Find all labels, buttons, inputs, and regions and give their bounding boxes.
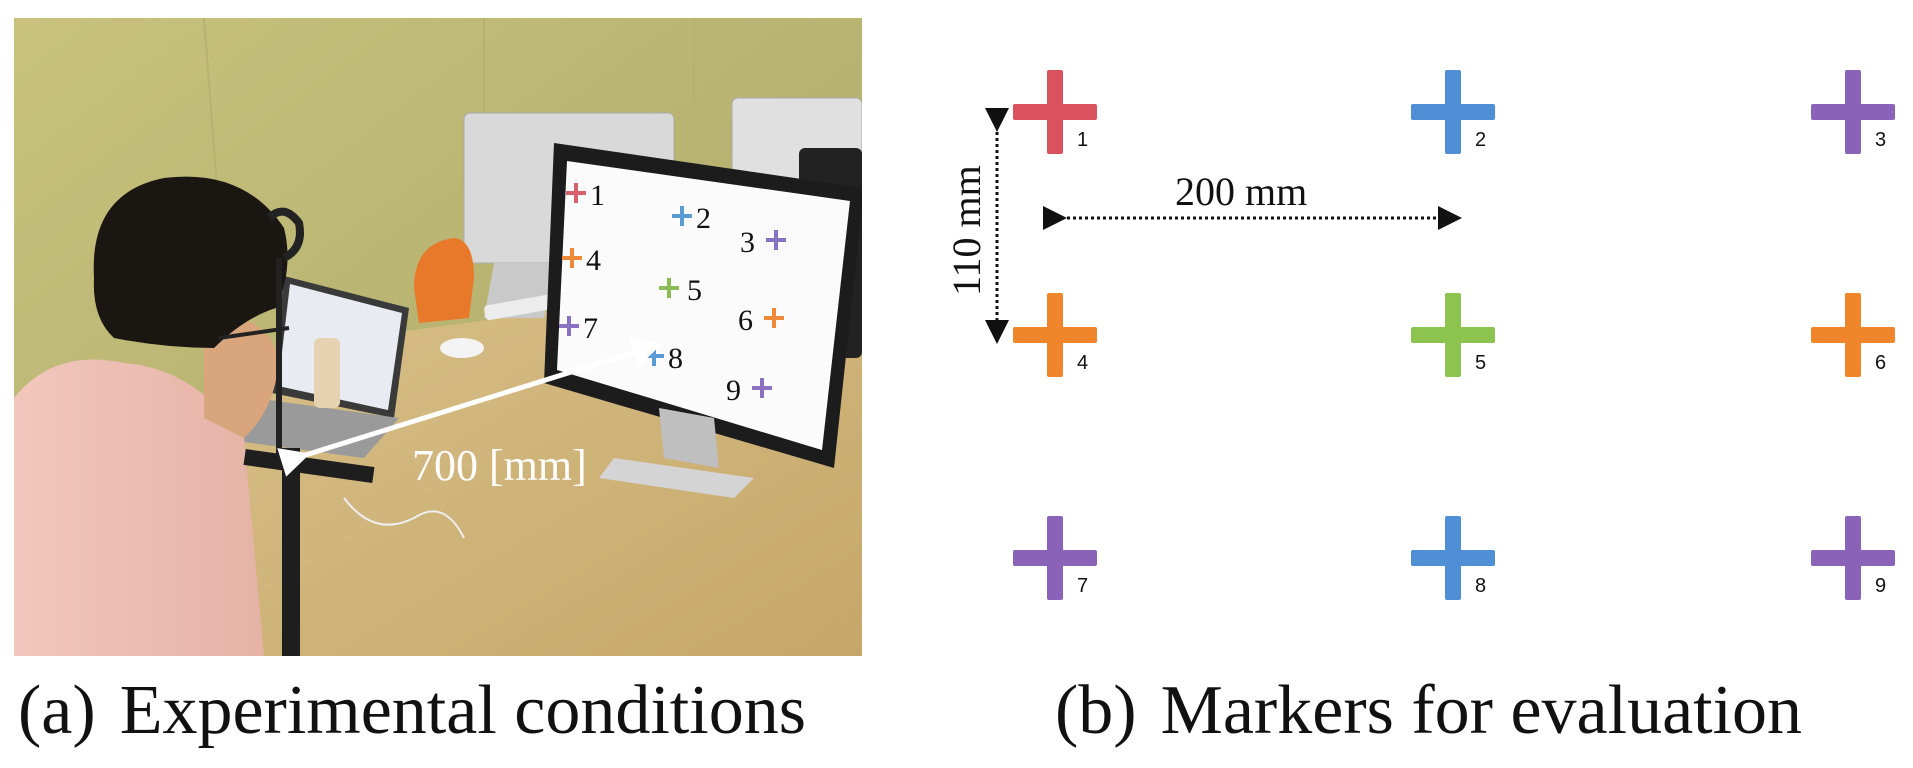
marker-number: 9 bbox=[1875, 575, 1886, 597]
screen-cross-bar bbox=[680, 206, 684, 226]
screen-cross-bar bbox=[774, 230, 778, 250]
marker-2: 2 bbox=[1411, 70, 1495, 154]
marker-number: 1 bbox=[1077, 129, 1088, 151]
horizontal-spacing-label: 200 mm bbox=[1175, 169, 1307, 214]
screen-cross-number: 4 bbox=[586, 244, 601, 277]
marker-number: 3 bbox=[1875, 129, 1886, 151]
screen-cross-bar bbox=[667, 278, 671, 298]
marker-5: 5 bbox=[1411, 293, 1495, 377]
marker-7: 7 bbox=[1013, 516, 1097, 600]
marker-8: 8 bbox=[1411, 516, 1495, 600]
caption-b: (b)Markers for evaluation bbox=[1055, 676, 1802, 746]
screen-cross-4: 4 bbox=[562, 244, 601, 277]
screen-cross-bar bbox=[760, 378, 764, 398]
caption-b-text: Markers for evaluation bbox=[1160, 672, 1803, 749]
marker-1: 1 bbox=[1013, 70, 1097, 154]
screen-cross-7: 7 bbox=[559, 312, 598, 345]
distance-label: 700 [mm] bbox=[412, 441, 587, 490]
screen-cross-3: 3 bbox=[740, 226, 786, 259]
screen-cross-number: 8 bbox=[668, 342, 683, 375]
screen-cross-number: 2 bbox=[696, 202, 711, 235]
screen-cross-number: 7 bbox=[583, 312, 598, 345]
marker-number: 5 bbox=[1475, 352, 1486, 374]
marker-number: 8 bbox=[1475, 575, 1486, 597]
screen-cross-1: 1 bbox=[566, 179, 605, 212]
marker-cross-vertical bbox=[1047, 293, 1063, 377]
marker-4: 4 bbox=[1013, 293, 1097, 377]
marker-9: 9 bbox=[1811, 516, 1895, 600]
marker-number: 4 bbox=[1077, 352, 1088, 374]
screen-cross-bar bbox=[567, 316, 571, 336]
caption-a-text: Experimental conditions bbox=[119, 672, 806, 749]
marker-layout: 1 2 3 4 5 6 7 8 9 200 mm 110 mm bbox=[935, 0, 1913, 660]
marker-grid: 1 2 3 4 5 6 7 8 9 bbox=[1013, 70, 1895, 600]
screen-cross-bar bbox=[652, 346, 656, 366]
screen-cross-number: 5 bbox=[687, 274, 702, 307]
screen-cross-5: 5 bbox=[659, 274, 702, 307]
marker-cross-vertical bbox=[1445, 293, 1461, 377]
marker-number: 2 bbox=[1475, 129, 1486, 151]
screen-cross-number: 1 bbox=[590, 179, 605, 212]
marker-6: 6 bbox=[1811, 293, 1895, 377]
vertical-spacing-label: 110 mm bbox=[944, 165, 989, 296]
screen-cross-bar bbox=[772, 308, 776, 328]
screen-cross-9: 9 bbox=[726, 374, 772, 407]
marker-cross-vertical bbox=[1047, 516, 1063, 600]
screen-cross-number: 9 bbox=[726, 374, 741, 407]
marker-cross-vertical bbox=[1845, 516, 1861, 600]
caption-a: (a)Experimental conditions bbox=[18, 676, 806, 746]
marker-cross-vertical bbox=[1047, 70, 1063, 154]
marker-cross-vertical bbox=[1845, 70, 1861, 154]
screen-cross-number: 6 bbox=[738, 304, 753, 337]
marker-3: 3 bbox=[1811, 70, 1895, 154]
caption-b-label: (b) bbox=[1055, 672, 1137, 749]
marker-cross-vertical bbox=[1845, 293, 1861, 377]
screen-cross-6: 6 bbox=[738, 304, 784, 337]
screen-cross-2: 2 bbox=[672, 202, 711, 235]
marker-cross-vertical bbox=[1445, 516, 1461, 600]
screen-cross-bar bbox=[570, 248, 574, 268]
caption-a-label: (a) bbox=[18, 672, 96, 749]
marker-number: 7 bbox=[1077, 575, 1088, 597]
marker-cross-vertical bbox=[1445, 70, 1461, 154]
marker-number: 6 bbox=[1875, 352, 1886, 374]
screen-cross-bar bbox=[574, 183, 578, 203]
screen-cross-number: 3 bbox=[740, 226, 755, 259]
